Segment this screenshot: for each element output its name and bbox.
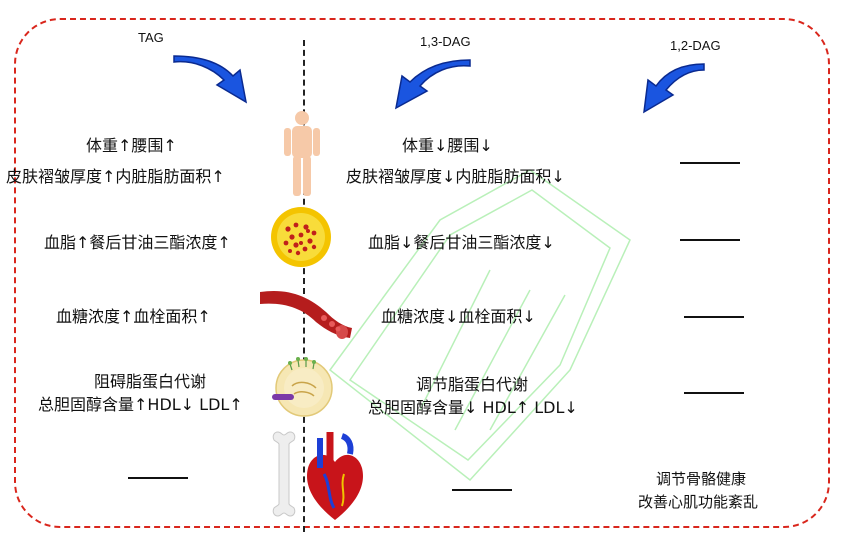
header-dag13: 1,3-DAG: [420, 34, 471, 49]
dag12-no-effect-dash: [684, 392, 744, 394]
dag12-bone-health: 调节骨骼健康: [656, 470, 747, 488]
tag-blood-lipid: 血脂↑餐后甘油三酯浓度↑: [44, 233, 231, 252]
curved-arrow-icon: [173, 55, 248, 104]
column-divider: [303, 40, 305, 532]
tag-lipoprotein: 阻碍脂蛋白代谢: [94, 372, 207, 391]
tag-cholesterol: 总胆固醇含量↑HDL↓ LDL↑: [38, 395, 243, 414]
blood-lipid-cell-icon: [271, 207, 331, 267]
header-dag12: 1,2-DAG: [670, 38, 721, 53]
tag-no-effect-dash: [128, 477, 188, 479]
header-tag: TAG: [138, 30, 164, 45]
heart-icon: [307, 432, 363, 520]
dashed-frame: [14, 18, 830, 528]
tag-weight-waist: 体重↑腰围↑: [86, 136, 177, 155]
curved-arrow-icon: [643, 63, 705, 114]
dag13-lipoprotein: 调节脂蛋白代谢: [416, 375, 529, 394]
dag13-blood-lipid: 血脂↓餐后甘油三酯浓度↓: [368, 233, 555, 252]
dag12-no-effect-dash: [680, 239, 740, 241]
dag12-no-effect-dash: [680, 162, 740, 164]
curved-arrow-icon: [394, 59, 471, 110]
dag13-no-effect-dash: [452, 489, 512, 491]
bone-icon: [272, 431, 296, 517]
dag13-cholesterol: 总胆固醇含量↓ HDL↑ LDL↓: [368, 398, 578, 417]
tag-skinfold-visceral: 皮肤褶皱厚度↑内脏脂肪面积↑: [6, 167, 225, 186]
lipoprotein-icon: [272, 357, 333, 417]
blood-vessel-icon: [260, 290, 352, 339]
dag13-weight-waist: 体重↓腰围↓: [402, 136, 493, 155]
tag-blood-glucose: 血糖浓度↑血栓面积↑: [56, 307, 211, 326]
dag13-blood-glucose: 血糖浓度↓血栓面积↓: [381, 307, 536, 326]
dag13-skinfold-visceral: 皮肤褶皱厚度↓内脏脂肪面积↓: [346, 167, 565, 186]
dag12-no-effect-dash: [684, 316, 744, 318]
dag12-myocardial: 改善心肌功能紊乱: [638, 493, 759, 511]
human-body-icon: [284, 111, 320, 196]
